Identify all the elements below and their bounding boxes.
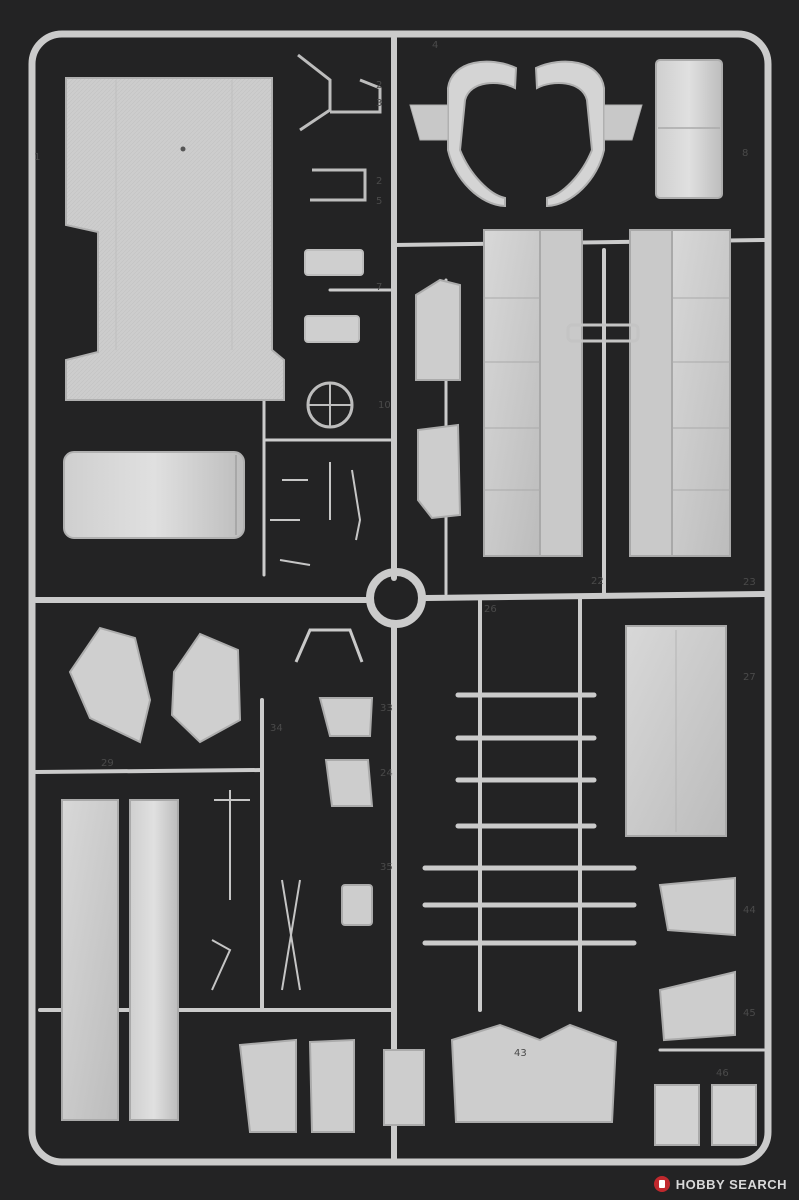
part-number: 2 [376,80,383,91]
part-number: 5 [376,196,383,207]
part-number: 7 [376,282,383,293]
part-number: 8 [742,148,749,159]
bracket [294,628,364,663]
ladder-frame [422,692,637,946]
watermark: HOBBY SEARCH [653,1176,787,1192]
mudguards [658,876,736,1042]
part-number: 4 [432,40,439,51]
part-number: 3 [376,98,383,109]
linkage [211,790,301,991]
side-panel-right [629,229,731,557]
levers [270,462,362,566]
suspension-parts [297,53,382,429]
part-number: 29 [101,758,114,769]
part-number: 35 [380,862,393,873]
part-number: 33 [380,703,393,714]
long-rails [61,799,179,1121]
part-number: 45 [743,1008,756,1019]
part-number: 24 [380,768,393,779]
bottom-parts [238,1023,757,1146]
part-number: 26 [484,604,497,615]
part-number: 34 [270,723,283,734]
hobby-search-logo-icon [653,1176,670,1192]
bonnet-pieces [68,626,242,744]
part-number: 46 [716,1068,729,1079]
small-boxes [415,278,640,520]
seat-box [63,451,245,539]
part-number: 10 [378,400,391,411]
part-number: 22 [591,576,604,587]
side-panel-left [483,229,583,557]
part-number: 1 [34,152,41,163]
part-number: 2 [376,176,383,187]
floor-panel [65,77,285,401]
small-wedges [318,697,374,926]
hood-panel [625,625,727,837]
part-number: 23 [743,577,756,588]
part-number: 43 [514,1048,527,1059]
watermark-text: HOBBY SEARCH [675,1176,787,1192]
cabinet [655,59,723,199]
fender-pair [409,60,643,208]
part-number: 27 [743,672,756,683]
part-number: 44 [743,905,756,916]
